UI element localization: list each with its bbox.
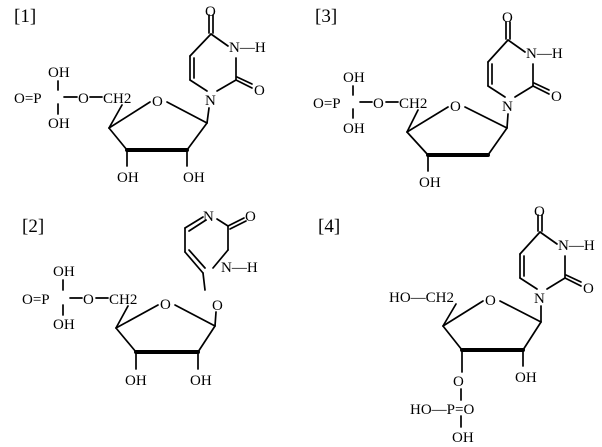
atom-o-top-3: O	[502, 10, 513, 26]
structure-2: [2] N O N—H O OH O=P OH O CH2	[22, 209, 258, 389]
atom-o-ring-4: O	[485, 293, 496, 309]
structure-4: [4] O N—H O N HO—CH2	[318, 204, 595, 446]
atom-o-right-2: O	[245, 209, 256, 225]
atom-o-link-2: O	[83, 292, 94, 308]
atom-oh-up-2: OH	[53, 264, 75, 280]
atom-phosphoryl-3: O=P	[313, 96, 341, 112]
atom-oh-down-1: OH	[48, 116, 70, 132]
atom-ch2-1: CH2	[103, 91, 131, 107]
atom-phosphoryl-2: O=P	[22, 292, 50, 308]
atom-nh-1: N—H	[229, 40, 266, 56]
atom-oh-2prime-1: OH	[117, 170, 139, 186]
uracil-ring-3	[487, 21, 550, 98]
sugar-ring-4	[442, 300, 542, 373]
panel-label-2: [2]	[22, 216, 44, 237]
atom-ch2-2: CH2	[109, 292, 137, 308]
atom-o-link-4: O	[453, 374, 464, 390]
atom-ho-ch2-4: HO—CH2	[389, 290, 454, 306]
atom-o-link-1: O	[78, 91, 89, 107]
atom-oh-3prime-3: OH	[419, 175, 441, 191]
structure-3: [3] O N—H O N OH O=P OH O CH2	[313, 6, 563, 191]
atom-n-glycosidic-4: N	[534, 291, 545, 307]
atom-n-glycosidic-1: N	[205, 93, 216, 109]
atom-oh-3prime-2: OH	[190, 373, 212, 389]
structure-1: [1] O N—H O N OH O=P OH O CH2	[14, 4, 266, 186]
sugar-ring-3	[406, 106, 509, 172]
atom-o-right-3: O	[551, 89, 562, 105]
atom-o-ring-3: O	[450, 99, 461, 115]
atom-o-right-1: O	[254, 83, 265, 99]
panel-label-1: [1]	[14, 6, 36, 27]
atom-oh-2prime-2: OH	[125, 373, 147, 389]
panel-label-3: [3]	[315, 6, 337, 27]
atom-oh-down-3: OH	[343, 121, 365, 137]
atom-oh-3prime-1: OH	[183, 170, 205, 186]
pyrimidine-ring-2	[184, 216, 247, 291]
atom-o-top-1: O	[205, 4, 216, 20]
atom-o-ring-2: O	[160, 297, 171, 313]
uracil-ring-4	[519, 214, 582, 290]
sugar-ring-2	[115, 304, 217, 370]
atom-o-glycosidic-2: O	[212, 298, 223, 314]
atom-oh-up-3: OH	[343, 70, 365, 86]
atom-nh-3: N—H	[526, 46, 563, 62]
atom-ch2-3: CH2	[399, 96, 427, 112]
atom-nh-4: N—H	[558, 238, 595, 254]
atom-phosphoryl-1: O=P	[14, 91, 42, 107]
panel-label-4: [4]	[318, 216, 340, 237]
atom-o-top-4: O	[534, 204, 545, 220]
sugar-ring-1	[108, 101, 210, 167]
atom-n-top-2: N	[203, 209, 214, 225]
atom-oh-2prime-4: OH	[515, 370, 537, 386]
atom-n-glycosidic-3: N	[502, 99, 513, 115]
atom-nh-2: N—H	[221, 260, 258, 276]
atom-o-right-4: O	[583, 281, 594, 297]
atom-phosphate-4: HO—P=O	[410, 402, 474, 418]
atom-oh-down-4: OH	[452, 430, 474, 446]
atom-o-link-3: O	[373, 96, 384, 112]
atom-oh-up-1: OH	[48, 65, 70, 81]
atom-o-ring-1: O	[152, 94, 163, 110]
atom-oh-down-2: OH	[53, 317, 75, 333]
uracil-ring-1	[189, 14, 253, 92]
